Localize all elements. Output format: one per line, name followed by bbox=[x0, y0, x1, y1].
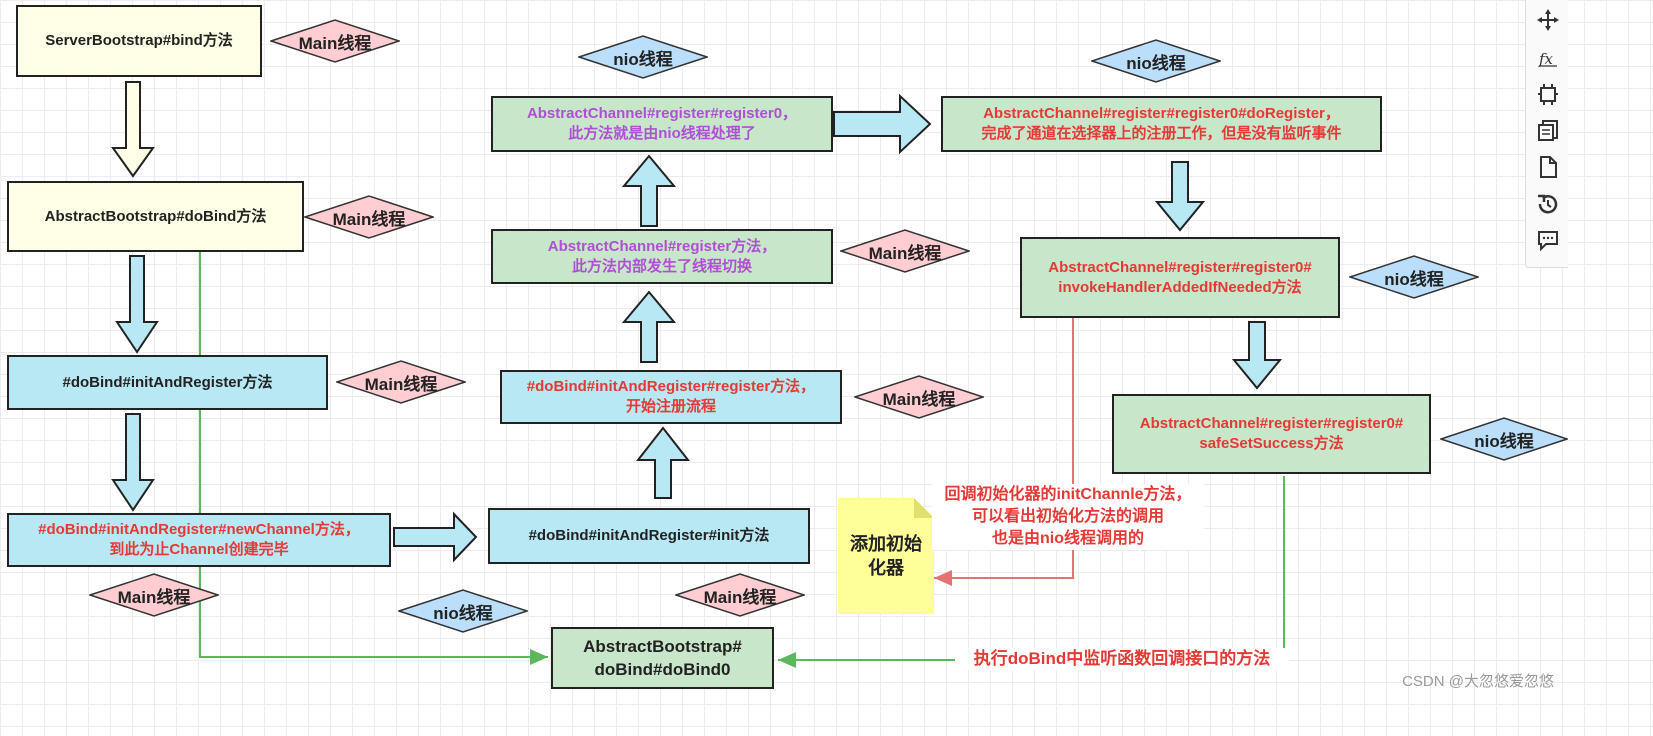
box-label-line2: 到此为止Channel创建完毕 bbox=[109, 541, 289, 558]
box-label: #doBind#initAndRegister方法 bbox=[62, 373, 273, 391]
thread-label: Main线程 bbox=[117, 587, 191, 607]
flow-arrow-down bbox=[1154, 161, 1206, 232]
callback-annotation: 回调初始化器的initChannle方法， 可以看出初始化方法的调用 也是由ni… bbox=[932, 484, 1204, 550]
box-label-line2: 此方法就是由nio线程处理了 bbox=[568, 125, 756, 142]
box-label: AbstractBootstrap#doBind方法 bbox=[44, 207, 267, 225]
main-thread-diamond[interactable]: Main线程 bbox=[89, 573, 219, 617]
thread-label: nio线程 bbox=[1384, 269, 1444, 289]
sticky-note-text[interactable]: 添加初始化器 bbox=[850, 534, 922, 578]
do-bind0-box[interactable]: AbstractBootstrap# doBind#doBind0 bbox=[551, 627, 774, 689]
pages-icon[interactable] bbox=[1536, 118, 1560, 142]
comment-icon[interactable] bbox=[1536, 228, 1560, 252]
box-label-line1: AbstractChannel#register#register0# bbox=[1139, 415, 1404, 432]
thread-label: Main线程 bbox=[332, 209, 406, 229]
box-label-line1: AbstractChannel#register#register0# bbox=[1048, 258, 1312, 276]
connector-layer bbox=[111, 81, 1285, 668]
nio-thread-diamond[interactable]: nio线程 bbox=[1440, 417, 1568, 461]
safe-set-success-box[interactable]: AbstractChannel#register#register0# safe… bbox=[1112, 394, 1431, 474]
move-icon[interactable] bbox=[1536, 8, 1560, 32]
thread-label: nio线程 bbox=[1474, 431, 1534, 451]
box-label-line1: AbstractChannel#register方法， bbox=[547, 237, 777, 255]
flow-arrow-up bbox=[621, 290, 677, 363]
thread-label: Main线程 bbox=[703, 587, 777, 607]
flow-arrow-right bbox=[393, 511, 478, 563]
box-label-line2: 完成了通道在选择器上的注册工作，但是没有监听事件 bbox=[981, 125, 1342, 142]
thread-label: Main线程 bbox=[882, 389, 956, 409]
abstract-bootstrap-dobind-box[interactable]: AbstractBootstrap#doBind方法 bbox=[7, 181, 304, 252]
document-icon[interactable] bbox=[1536, 155, 1560, 179]
listener-annotation: 执行doBind中监听函数回调接口的方法 bbox=[955, 648, 1289, 670]
invoke-handler-box[interactable]: AbstractChannel#register#register0# invo… bbox=[1020, 237, 1340, 318]
watermark: CSDN @大忽悠爱忽悠 bbox=[1402, 673, 1554, 690]
box-label-line1: #doBind#initAndRegister#newChannel方法， bbox=[38, 521, 360, 538]
main-thread-diamond[interactable]: Main线程 bbox=[840, 229, 970, 273]
box-label-line1: AbstractChannel#register#register0， bbox=[526, 105, 798, 122]
box-label-line1: #doBind#initAndRegister#register方法， bbox=[526, 378, 816, 395]
callback-line1: 回调初始化器的initChannle方法， bbox=[944, 486, 1192, 503]
box-label-line2: doBind#doBind0 bbox=[594, 660, 731, 679]
thread-label: nio线程 bbox=[613, 49, 673, 69]
callback-line2: 可以看出初始化方法的调用 bbox=[971, 508, 1164, 525]
flow-arrow-down bbox=[115, 255, 159, 354]
thread-label: Main线程 bbox=[868, 243, 942, 263]
crop-icon[interactable] bbox=[1536, 82, 1560, 106]
right-toolbar: fx bbox=[1525, 0, 1568, 268]
flow-arrow-up bbox=[635, 426, 691, 499]
sticky-note-shape bbox=[838, 498, 934, 614]
box-label: ServerBootstrap#bind方法 bbox=[45, 32, 233, 49]
thread-label: nio线程 bbox=[1126, 53, 1186, 73]
init-method-box[interactable]: #doBind#initAndRegister#init方法 bbox=[488, 508, 810, 564]
init-and-register-box[interactable]: #doBind#initAndRegister方法 bbox=[7, 355, 328, 410]
flow-arrow-down bbox=[1231, 321, 1283, 390]
flow-arrow-down bbox=[111, 81, 155, 178]
svg-text:fx: fx bbox=[1538, 50, 1554, 68]
box-label: #doBind#initAndRegister#init方法 bbox=[528, 527, 770, 544]
box-label-line1: AbstractChannel#register#register0#doReg… bbox=[983, 105, 1340, 122]
function-icon[interactable]: fx bbox=[1536, 46, 1560, 70]
channel-register-box[interactable]: AbstractChannel#register方法， 此方法内部发生了线程切换 bbox=[491, 229, 833, 284]
register0-box[interactable]: AbstractChannel#register#register0， 此方法就… bbox=[491, 96, 833, 152]
nio-thread-diamond[interactable]: nio线程 bbox=[1091, 39, 1221, 83]
history-icon[interactable] bbox=[1536, 192, 1560, 216]
server-bootstrap-bind-box[interactable]: ServerBootstrap#bind方法 bbox=[16, 5, 262, 77]
box-label-line2: 开始注册流程 bbox=[625, 398, 716, 415]
main-thread-diamond[interactable]: Main线程 bbox=[854, 375, 984, 419]
thread-label: Main线程 bbox=[364, 374, 438, 394]
diagram-canvas: ServerBootstrap#bind方法 AbstractBootstrap… bbox=[7, 0, 1568, 690]
box-label-line1: AbstractBootstrap# bbox=[583, 637, 742, 656]
main-thread-diamond[interactable]: Main线程 bbox=[675, 573, 805, 617]
main-thread-diamond[interactable]: Main线程 bbox=[336, 360, 466, 404]
box-label-line2: invokeHandlerAddedIfNeeded方法 bbox=[1058, 278, 1302, 296]
nio-thread-diamond[interactable]: nio线程 bbox=[578, 35, 708, 79]
callback-line3: 也是由nio线程调用的 bbox=[992, 530, 1144, 547]
main-thread-diamond[interactable]: Main线程 bbox=[304, 195, 434, 239]
box-label-line2: 此方法内部发生了线程切换 bbox=[571, 257, 752, 275]
main-thread-diamond[interactable]: Main线程 bbox=[270, 19, 400, 63]
nio-thread-diamond[interactable]: nio线程 bbox=[398, 589, 528, 633]
flow-arrow-right bbox=[833, 93, 932, 155]
red-connector-callback bbox=[934, 318, 1074, 586]
do-register-box[interactable]: AbstractChannel#register#register0#doReg… bbox=[941, 96, 1382, 152]
thread-label: Main线程 bbox=[298, 33, 372, 53]
flow-arrow-down bbox=[111, 413, 155, 512]
nio-thread-diamond[interactable]: nio线程 bbox=[1349, 255, 1479, 299]
register-flow-box[interactable]: #doBind#initAndRegister#register方法， 开始注册… bbox=[500, 370, 842, 424]
thread-label: nio线程 bbox=[433, 603, 493, 623]
flow-arrow-up bbox=[621, 154, 677, 227]
new-channel-box[interactable]: #doBind#initAndRegister#newChannel方法， 到此… bbox=[7, 513, 391, 567]
box-label-line2: safeSetSuccess方法 bbox=[1199, 435, 1344, 452]
